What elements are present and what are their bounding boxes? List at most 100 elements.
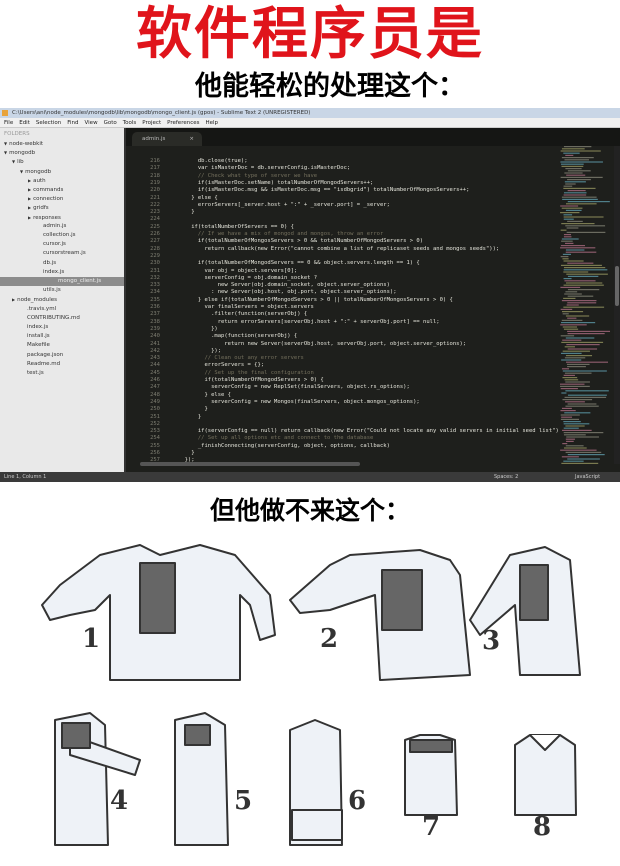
sidebar-item[interactable]: ▶responses	[28, 213, 61, 222]
code-line[interactable]: _finishConnecting(serverConfig, object, …	[178, 442, 390, 449]
sidebar-item[interactable]: Readme.md	[20, 360, 60, 369]
code-line[interactable]: if(isMasterDoc.setName) totalNumberOfMon…	[178, 179, 374, 186]
folder-expanded-icon[interactable]: ▼	[4, 141, 8, 146]
sidebar-item[interactable]: ▶gridfs	[28, 203, 49, 212]
sidebar-item[interactable]: Makefile	[20, 341, 50, 350]
code-line[interactable]: });	[178, 347, 222, 354]
indent-setting[interactable]: Spaces: 2	[494, 474, 519, 480]
sidebar-item[interactable]: CONTRIBUTING.md	[20, 314, 80, 323]
folder-expanded-icon[interactable]: ▼	[20, 168, 24, 174]
code-line[interactable]: serverConfig = new ReplSet(finalServers,…	[178, 384, 410, 391]
menu-edit[interactable]: Edit	[19, 120, 30, 126]
folder-expanded-icon[interactable]: ▼	[12, 159, 16, 165]
menu-find[interactable]: Find	[67, 120, 79, 126]
code-line[interactable]: if(serverConfig == null) return callback…	[178, 428, 558, 435]
code-line[interactable]: if(isMasterDoc.msg && isMasterDoc.msg ==…	[178, 187, 470, 194]
folder-collapsed-icon[interactable]: ▶	[12, 297, 16, 303]
code-line[interactable]: } else if(totalNumberOfMongodServers > 0…	[178, 296, 453, 303]
code-line[interactable]: })	[178, 325, 218, 332]
code-line[interactable]: }	[178, 209, 195, 216]
sidebar-item[interactable]: ▶auth	[28, 176, 46, 185]
code-line[interactable]: if(totalNumberOfMongodServers == 0 && ob…	[178, 260, 420, 267]
code-line[interactable]: // Check what type of server we have	[178, 172, 318, 179]
code-line[interactable]: // Set up the final configuration	[178, 369, 314, 376]
sidebar-item[interactable]: ▼mongodb	[20, 167, 51, 176]
scroll-thumb[interactable]	[615, 266, 619, 306]
folder-expanded-icon[interactable]: ▼	[4, 150, 8, 156]
menu-selection[interactable]: Selection	[35, 120, 62, 126]
code-line[interactable]: errorServers = {};	[178, 362, 265, 369]
code-line[interactable]: if(totalNumberOfMongodServers > 0) {	[178, 377, 324, 383]
sidebar-item[interactable]: ▶connection	[28, 194, 63, 203]
code-line[interactable]: errorServers[_server.host + ":" + _serve…	[178, 201, 390, 208]
sidebar-item[interactable]: ▼lib	[12, 157, 24, 166]
code-line[interactable]: return callback(new Error("cannot combin…	[178, 245, 500, 252]
code-line[interactable]: new Server(obj.domain_socket, object.ser…	[178, 282, 390, 289]
code-line[interactable]: serverConfig = new Mongos(finalServers, …	[178, 398, 420, 405]
sidebar-item-label: mongodb	[25, 168, 52, 175]
menu-tools[interactable]: Tools	[122, 120, 137, 126]
sidebar-item[interactable]: index.js	[36, 268, 64, 277]
sidebar-item[interactable]: index.js	[20, 323, 48, 332]
minimap-line	[563, 284, 604, 286]
code-line[interactable]: } else {	[178, 391, 231, 398]
folder-collapsed-icon[interactable]: ▶	[28, 205, 32, 211]
sidebar-item[interactable]: ▼mongodb	[4, 148, 35, 157]
sidebar-item[interactable]: mongo_client.js	[0, 277, 124, 286]
folder-collapsed-icon[interactable]: ▶	[28, 214, 32, 220]
sidebar-item[interactable]: ▼node-webkit	[4, 139, 43, 148]
vertical-scrollbar[interactable]	[614, 146, 620, 464]
code-line[interactable]: serverConfig = obj.domain_socket ?	[178, 274, 318, 281]
close-icon[interactable]: ×	[189, 136, 194, 142]
horizontal-scrollbar[interactable]	[140, 462, 360, 466]
menu-file[interactable]: File	[4, 120, 14, 126]
code-line[interactable]: db.close(true);	[178, 158, 248, 164]
code-area[interactable]: 216 db.close(true);217 var isMasterDoc =…	[126, 146, 558, 464]
sidebar-item[interactable]: .travis.yml	[20, 305, 56, 314]
code-line[interactable]: } else {	[178, 194, 218, 201]
code-line[interactable]: return new Server(serverObj.host, server…	[178, 340, 467, 347]
sidebar-item[interactable]: utils.js	[36, 286, 61, 295]
sidebar-item[interactable]: db.js	[36, 259, 56, 268]
code-line[interactable]: // Clean out any error servers	[178, 355, 304, 362]
code-line[interactable]: });	[178, 457, 195, 464]
code-line[interactable]: return errorServers[serverObj.host + ":"…	[178, 318, 440, 325]
code-line[interactable]: .filter(function(serverObj) {	[178, 311, 308, 318]
syntax-mode[interactable]: JavaScript	[575, 474, 601, 480]
code-line[interactable]: .map(function(serverObj) {	[178, 333, 298, 340]
minimap-line	[561, 300, 597, 302]
folder-collapsed-icon[interactable]: ▶	[28, 196, 32, 202]
menu-preferences[interactable]: Preferences	[167, 120, 200, 126]
tab-admin-js[interactable]: admin.js×	[132, 132, 202, 146]
sidebar-item[interactable]: test.js	[20, 369, 44, 378]
minimap-line	[562, 258, 569, 260]
sidebar-item[interactable]: package.json	[20, 351, 63, 360]
code-line[interactable]: if(totalNumberOfMongosServers > 0 && tot…	[178, 238, 424, 245]
code-line[interactable]: var obj = object.servers[0];	[178, 267, 298, 274]
sidebar-item[interactable]: cursor.js	[36, 240, 66, 249]
sidebar-item[interactable]: admin.js	[36, 222, 66, 231]
sidebar-item[interactable]: install.js	[20, 332, 50, 341]
sidebar-item[interactable]: ▶node_modules	[12, 295, 57, 304]
code-line[interactable]: }	[178, 413, 202, 420]
code-line[interactable]: var isMasterDoc = db.serverConfig.isMast…	[178, 165, 351, 172]
sidebar-item[interactable]: ▶commands	[28, 185, 63, 194]
sidebar-item[interactable]: cursorstream.js	[36, 249, 86, 258]
folder-collapsed-icon[interactable]: ▶	[28, 177, 32, 183]
code-line[interactable]: }	[178, 406, 208, 413]
menu-help[interactable]: Help	[205, 120, 219, 126]
code-line[interactable]: // If we have a mix of mongod and mongos…	[178, 231, 384, 237]
minimap-line	[560, 229, 567, 231]
code-line[interactable]: : new Server(obj.host, obj.port, object.…	[178, 289, 397, 296]
folder-collapsed-icon[interactable]: ▶	[28, 187, 32, 192]
code-line[interactable]: }	[178, 450, 195, 456]
sidebar-item-label: install.js	[27, 333, 50, 340]
menu-view[interactable]: View	[84, 120, 98, 126]
code-line[interactable]: // Set up all options etc and connect to…	[178, 435, 374, 442]
menu-goto[interactable]: Goto	[103, 120, 117, 126]
sidebar-item[interactable]: collection.js	[36, 231, 76, 240]
code-line[interactable]: var finalServers = object.servers	[178, 304, 314, 310]
menu-project[interactable]: Project	[142, 120, 162, 126]
minimap[interactable]	[558, 146, 612, 464]
code-line[interactable]: if(totalNumberOfServers == 0) {	[178, 223, 294, 230]
